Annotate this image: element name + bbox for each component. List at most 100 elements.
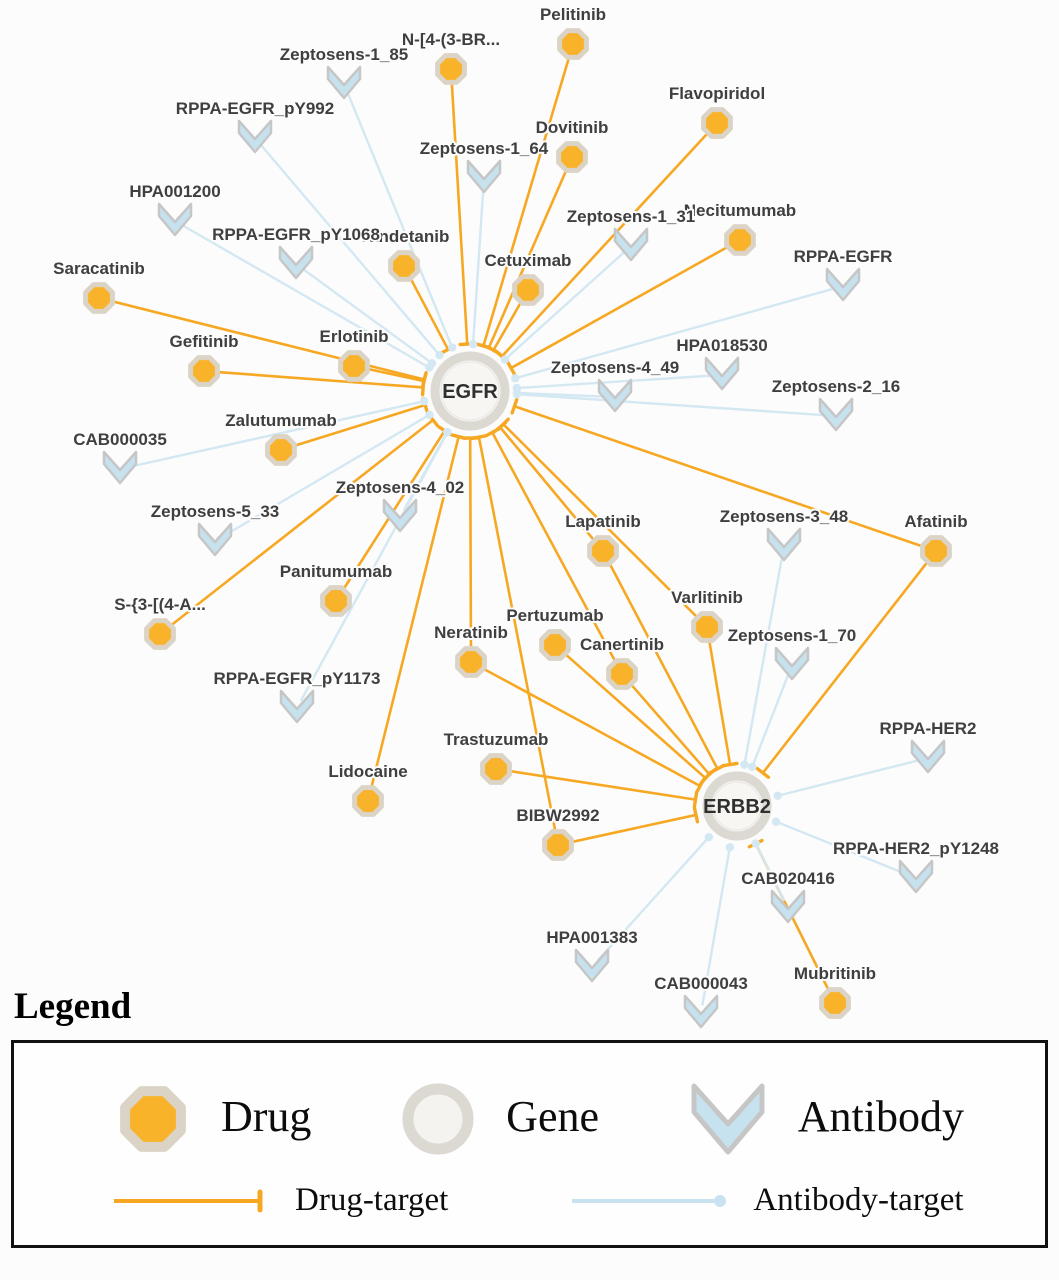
node-label: Neratinib <box>434 623 508 642</box>
dot-arrowhead-icon <box>419 397 429 406</box>
antibody-node-rppa-her2_py1248 <box>898 859 934 894</box>
drug-target-edge <box>607 561 719 770</box>
drug-node-s-3-4-a <box>144 618 176 650</box>
drug-target-edge <box>569 813 697 844</box>
antibody-node-hpa018530 <box>704 356 740 391</box>
antibody-target-edge <box>751 672 791 768</box>
drug-node-vandetanib <box>388 250 420 282</box>
dot-arrowhead-icon <box>447 343 457 352</box>
node-label: Trastuzumab <box>444 730 549 749</box>
node-label: Pertuzumab <box>506 606 603 625</box>
antibody-target-edge <box>516 391 608 398</box>
dot-arrowhead-icon <box>771 817 781 826</box>
antibody-node-zeptosens-1_31 <box>613 227 649 262</box>
antibody-node-zeptosens-1_70 <box>774 646 810 681</box>
gene-circle-icon <box>402 1083 474 1155</box>
drug-octagon-icon <box>920 535 952 567</box>
drug-octagon-icon <box>556 141 588 173</box>
legend-drug-label: Drug <box>221 1092 312 1142</box>
node-label: Zeptosens-1_64 <box>420 139 549 158</box>
dot-arrowhead-icon <box>751 839 760 848</box>
drug-target-edge <box>168 418 434 628</box>
drug-node-pelitinib <box>557 28 589 60</box>
antibody-chevron-icon <box>157 202 193 237</box>
antibody-node-zeptosens-2_16 <box>818 397 854 432</box>
antibody-node-layer <box>102 65 946 1029</box>
dot-arrowhead-icon <box>512 390 522 399</box>
gene-node-erbb2: ERBB2 <box>702 771 772 841</box>
drug-node-lidocaine <box>352 785 384 817</box>
drug-node-canertinib <box>606 658 638 690</box>
node-label: HPA001383 <box>546 928 637 947</box>
tee-arrowhead-icon <box>485 345 502 356</box>
drug-target-edge <box>468 437 473 651</box>
legend-node-row: Drug Gene Antibody <box>40 1069 1019 1165</box>
tee-arrowhead-icon <box>484 427 501 438</box>
drug-node-necitumumab <box>724 224 756 256</box>
node-label: Zeptosens-1_31 <box>567 207 696 226</box>
drug-node-zalutumumab <box>265 434 297 466</box>
tee-arrowhead-icon <box>420 372 428 390</box>
antibody-chevron-icon <box>691 1083 765 1155</box>
legend-box: Drug Gene Antibody <box>11 1040 1048 1248</box>
node-label: RPPA-EGFR <box>794 247 893 266</box>
node-label: Pelitinib <box>540 5 606 24</box>
antibody-node-zeptosens-5_33 <box>197 522 233 557</box>
antibody-chevron-icon <box>102 450 138 485</box>
tee-arrowhead-icon <box>692 791 699 809</box>
node-label: Saracatinib <box>53 259 145 278</box>
antibody-target-edge <box>301 267 433 365</box>
node-label: Zeptosens-4_49 <box>551 358 680 377</box>
drug-node-panitumumab <box>320 585 352 617</box>
drug-node-trastuzumab <box>480 753 512 785</box>
tee-arrowhead-icon <box>510 397 519 415</box>
antibody-node-hpa001200 <box>157 202 193 237</box>
drug-target-edge <box>450 80 469 345</box>
node-label: Canertinib <box>580 635 664 654</box>
drug-node-lapatinib <box>587 535 619 567</box>
gene-inner-ring <box>440 361 500 421</box>
antibody-target-edge <box>221 413 431 538</box>
drug-target-edge <box>487 167 569 349</box>
node-label: RPPA-EGFR_pY1173 <box>214 669 381 688</box>
drug-target-edge <box>215 370 424 389</box>
antibody-chevron-icon <box>825 267 861 302</box>
dot-arrowhead-icon <box>511 374 520 383</box>
drug-node-bibw2992 <box>542 829 574 861</box>
node-label: Zeptosens-1_70 <box>728 626 857 645</box>
drug-octagon-icon <box>338 350 370 382</box>
drug-node-cetuximab <box>512 274 544 306</box>
drug-target-edge <box>480 666 701 788</box>
drug-target-edge <box>492 299 524 351</box>
gene-inner-ring <box>712 781 762 831</box>
drug-octagon-icon <box>539 629 571 661</box>
legend-edge-row: Drug-target Antibody-target <box>40 1182 1019 1219</box>
gene-node-egfr: EGFR <box>430 351 510 431</box>
antibody-chevron-icon <box>197 522 233 557</box>
drug-node-layer <box>83 28 952 1019</box>
edge-layer <box>110 55 930 1006</box>
antibody-target-edge <box>701 847 731 1006</box>
legend-item-antibody: Antibody <box>678 1072 964 1162</box>
tee-arrowhead-icon <box>470 434 488 441</box>
drug-target-edge <box>507 769 696 801</box>
node-label: Zeptosens-1_85 <box>280 45 409 64</box>
antibody-node-zeptosens-1_85 <box>326 65 362 100</box>
node-label: Zeptosens-5_33 <box>151 502 280 521</box>
antibody-target-edge <box>299 431 449 702</box>
node-label: RPPA-HER2 <box>880 719 977 738</box>
antibody-node-rppa-egfr_py1173 <box>279 689 315 724</box>
drug-target-edge <box>477 436 557 834</box>
node-label: CAB000043 <box>654 974 748 993</box>
antibody-target-edge <box>775 820 910 877</box>
antibody-node-zeptosens-4_49 <box>597 378 633 413</box>
drug-target-edge <box>563 651 707 780</box>
antibody-chevron-icon <box>613 227 649 262</box>
node-label: Lapatinib <box>565 512 641 531</box>
node-label: Afatinib <box>904 512 967 531</box>
drug-octagon-icon <box>435 53 467 85</box>
antibody-target-edge <box>743 553 784 765</box>
drug-node-pertuzumab <box>539 629 571 661</box>
antibody-chevron-icon <box>382 498 418 533</box>
